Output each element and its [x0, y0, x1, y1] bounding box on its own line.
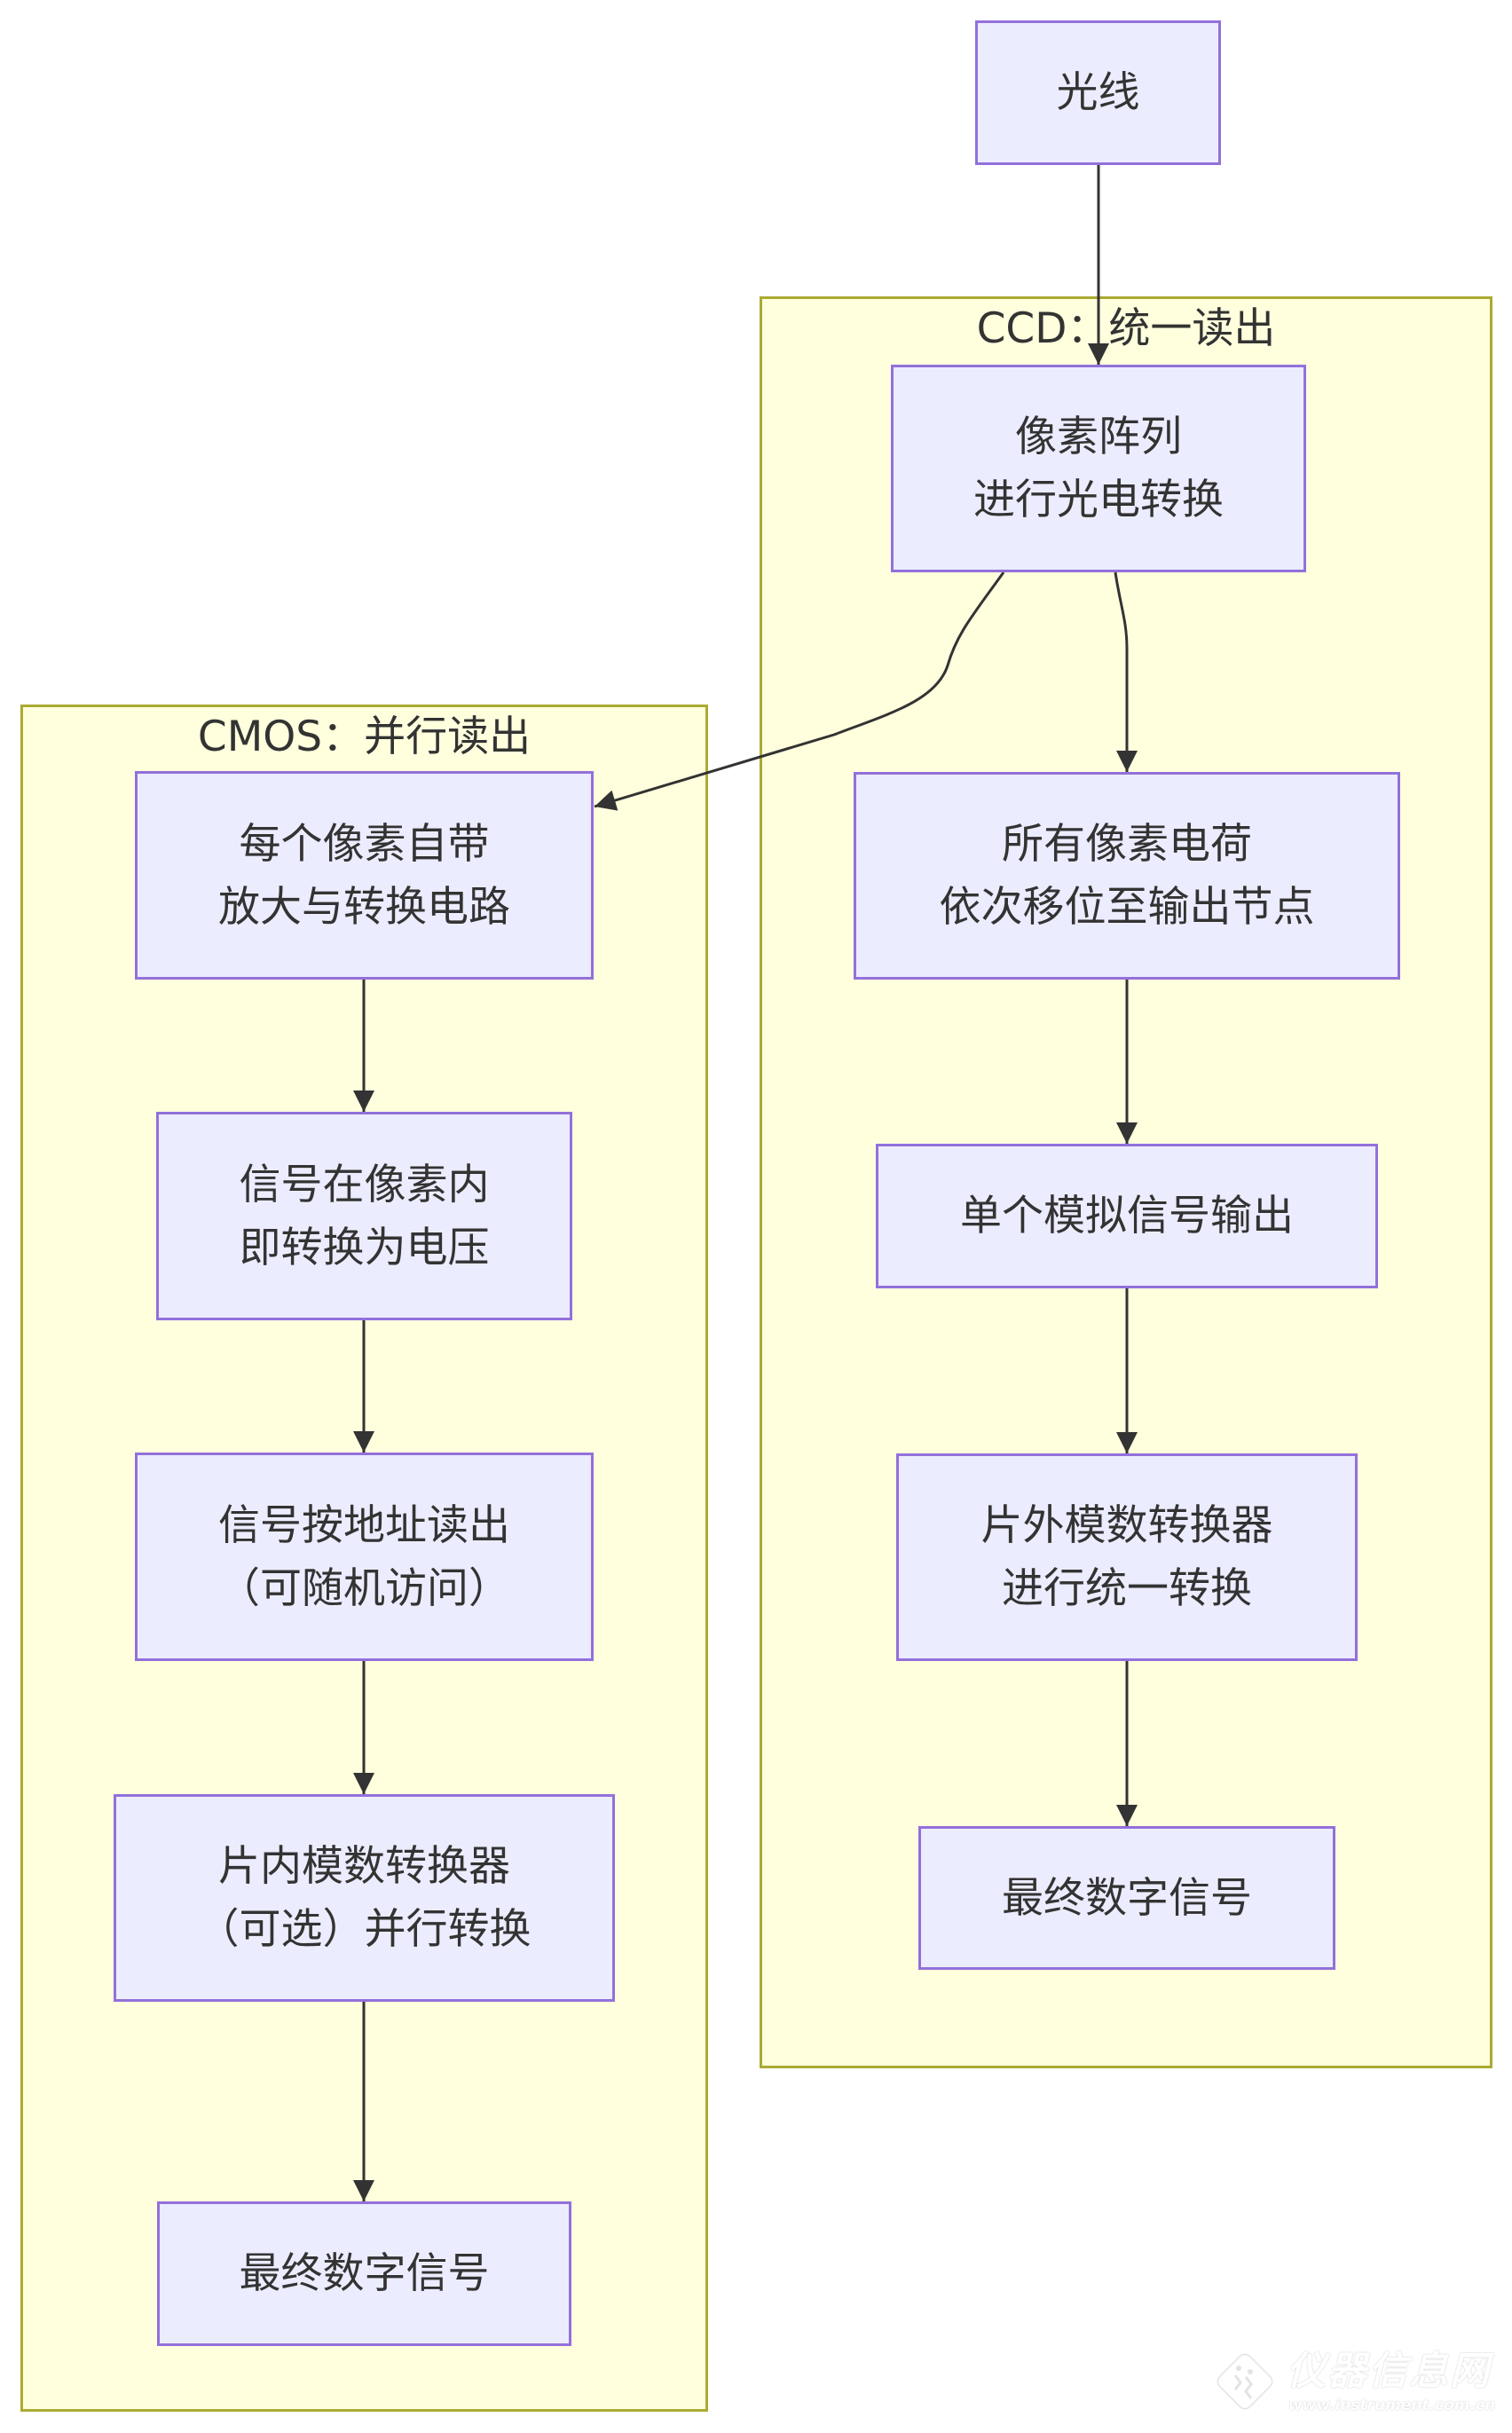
node-label: （可随机访问） [218, 1563, 510, 1613]
node-label: （可选）并行转换 [197, 1905, 532, 1954]
cluster-title-cmos: CMOS：并行读出 [197, 713, 532, 761]
node-label: 片内模数转换器 [218, 1842, 510, 1891]
node-cmos-in-pixel-conversion: 信号在像素内 即转换为电压 [156, 1112, 572, 1320]
node-label: 依次移位至输出节点 [939, 883, 1315, 932]
node-label: 单个模拟信号输出 [960, 1192, 1294, 1240]
watermark-url: www.instrument.com.cn [1288, 2397, 1496, 2414]
node-label: 光线 [1056, 68, 1140, 117]
watermark-logo-icon [1217, 2353, 1273, 2410]
node-label: 信号按地址读出 [218, 1500, 510, 1550]
watermark: 仪器信息网 www.instrument.com.cn [1209, 2347, 1501, 2418]
node-label: 所有像素电荷 [1002, 820, 1252, 869]
node-cmos-address-readout: 信号按地址读出 （可随机访问） [135, 1453, 594, 1661]
edge-ccd-pixel-array-to-charge-shift [1114, 571, 1138, 772]
node-label: 最终数字信号 [239, 2249, 490, 2298]
cluster-title-ccd: CCD：统一读出 [976, 304, 1276, 353]
watermark-brand: 仪器信息网 [1287, 2349, 1491, 2394]
node-label: 像素阵列 [1015, 413, 1182, 461]
node-light: 光线 [975, 20, 1221, 165]
node-label: 即转换为电压 [239, 1223, 490, 1272]
node-ccd-final-digital-signal: 最终数字信号 [918, 1826, 1335, 1970]
node-cmos-onchip-adc: 片内模数转换器 （可选）并行转换 [114, 1794, 615, 2002]
node-label: 最终数字信号 [1002, 1873, 1252, 1923]
node-label: 片外模数转换器 [980, 1501, 1273, 1550]
node-label: 进行统一转换 [1002, 1564, 1252, 1613]
node-ccd-pixel-array: 像素阵列 进行光电转换 [891, 365, 1306, 572]
node-label: 每个像素自带 [239, 819, 490, 869]
node-label: 放大与转换电路 [218, 882, 510, 932]
node-label: 进行光电转换 [973, 476, 1224, 524]
edge-ccd-pixel-array-to-cmos-pixel-circuit [594, 571, 1005, 811]
node-cmos-pixel-circuit: 每个像素自带 放大与转换电路 [135, 771, 594, 980]
node-cmos-final-digital-signal: 最终数字信号 [157, 2201, 571, 2346]
node-ccd-analog-output: 单个模拟信号输出 [876, 1144, 1378, 1288]
node-ccd-offchip-adc: 片外模数转换器 进行统一转换 [896, 1453, 1358, 1661]
node-ccd-charge-shift: 所有像素电荷 依次移位至输出节点 [854, 772, 1400, 980]
node-label: 信号在像素内 [239, 1160, 490, 1209]
